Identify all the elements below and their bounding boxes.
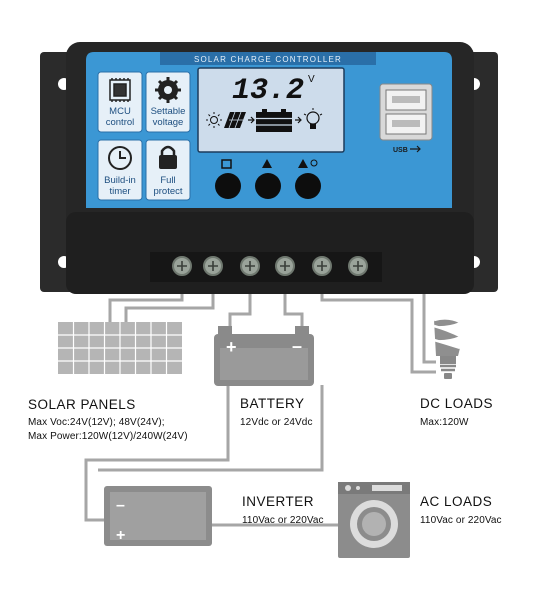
down-button[interactable] [255,173,281,199]
screw-slot [208,261,218,271]
lcd-voltage-reading: 13.2 [232,74,304,108]
feature-label: voltage [153,117,184,128]
lcd-battery-icon [256,109,292,132]
usb-icon [410,145,421,153]
charge-controller: SOLAR CHARGE CONTROLLER MCU control Sett… [40,42,498,294]
sun-icon [206,112,222,128]
battery-to-inverter-wire-2 [98,385,324,472]
feature-label: Full [160,175,175,186]
terminal-screws [172,256,368,276]
padlock-icon [159,145,177,169]
battery-minus-sign: – [292,336,302,356]
feature-tile-voltage: Settable voltage [145,71,191,133]
up-load-icon-bulb [310,159,318,167]
screw-slot [353,261,363,271]
battery-plus-sign: + [226,337,237,357]
menu-button[interactable] [215,173,241,199]
screw-slot [177,261,187,271]
inverter-device: – + [104,486,212,546]
lcd-display: 13.2 V [197,67,345,153]
solar-panels-spec-power: Max Power:120W(12V)/240W(24V) [28,431,188,442]
battery-wire-negative [283,278,304,333]
header-banner [160,52,376,65]
solar-panels-title: SOLAR PANELS [28,397,136,412]
menu-icon [221,159,232,169]
solar-cell-lines [58,322,182,374]
battery-title: BATTERY [240,396,305,411]
solar-cells-grid [58,322,182,374]
gear-icon [155,77,181,103]
feature-tile-protect: Full protect [145,139,191,201]
feature-label: Build-in [104,175,136,186]
lcd-solar-panel-icon [224,111,246,129]
feature-label: Settable [151,106,186,117]
dc-loads-title: DC LOADS [420,396,494,411]
battery-spec: 12Vdc or 24Vdc [240,417,313,428]
lcd-voltage-unit: V [308,74,315,85]
clock-icon [108,146,132,170]
battery-to-inverter-wire-1 [84,385,230,522]
ac-loads-spec: 110Vac or 220Vac [420,515,502,526]
feature-tile-mcu: MCU control [97,71,143,133]
lcd-flow-arrow [248,116,255,124]
solar-panels-spec-voc: Max Voc:24V(12V); 48V(24V); [28,417,165,428]
up-load-button[interactable] [295,173,321,199]
inverter-plus-sign: + [116,527,125,544]
usb-label: USB [393,147,408,154]
feature-label: MCU [109,106,131,117]
ac-loads-title: AC LOADS [420,494,493,509]
feature-label: timer [109,186,130,197]
screw-slot [280,261,290,271]
inverter-spec: 110Vac or 220Vac [242,515,324,526]
solar-panel-module [58,322,182,374]
inverter-title: INVERTER [242,494,315,509]
feature-label: control [106,117,135,128]
dc-loads-spec: Max:120W [420,417,469,428]
screw-slot [317,261,327,271]
feature-tile-timer: Build-in timer [97,139,143,201]
inverter-minus-sign: – [116,497,125,514]
mcu-chip-icon [109,78,131,102]
washing-machine-icon [338,482,410,558]
battery-device: + – [214,326,314,386]
controller-header-text: SOLAR CHARGE CONTROLLER [194,55,342,64]
lcd-bulb-icon [303,108,323,129]
usb-ports: USB [379,83,433,154]
screw-slot [245,261,255,271]
battery-wire-positive [228,278,252,333]
up-load-icon [298,159,308,168]
dc-load-bulb-icon [433,317,461,379]
lcd-flow-arrow [295,116,302,124]
feature-label: protect [153,186,182,197]
down-icon [262,159,272,168]
